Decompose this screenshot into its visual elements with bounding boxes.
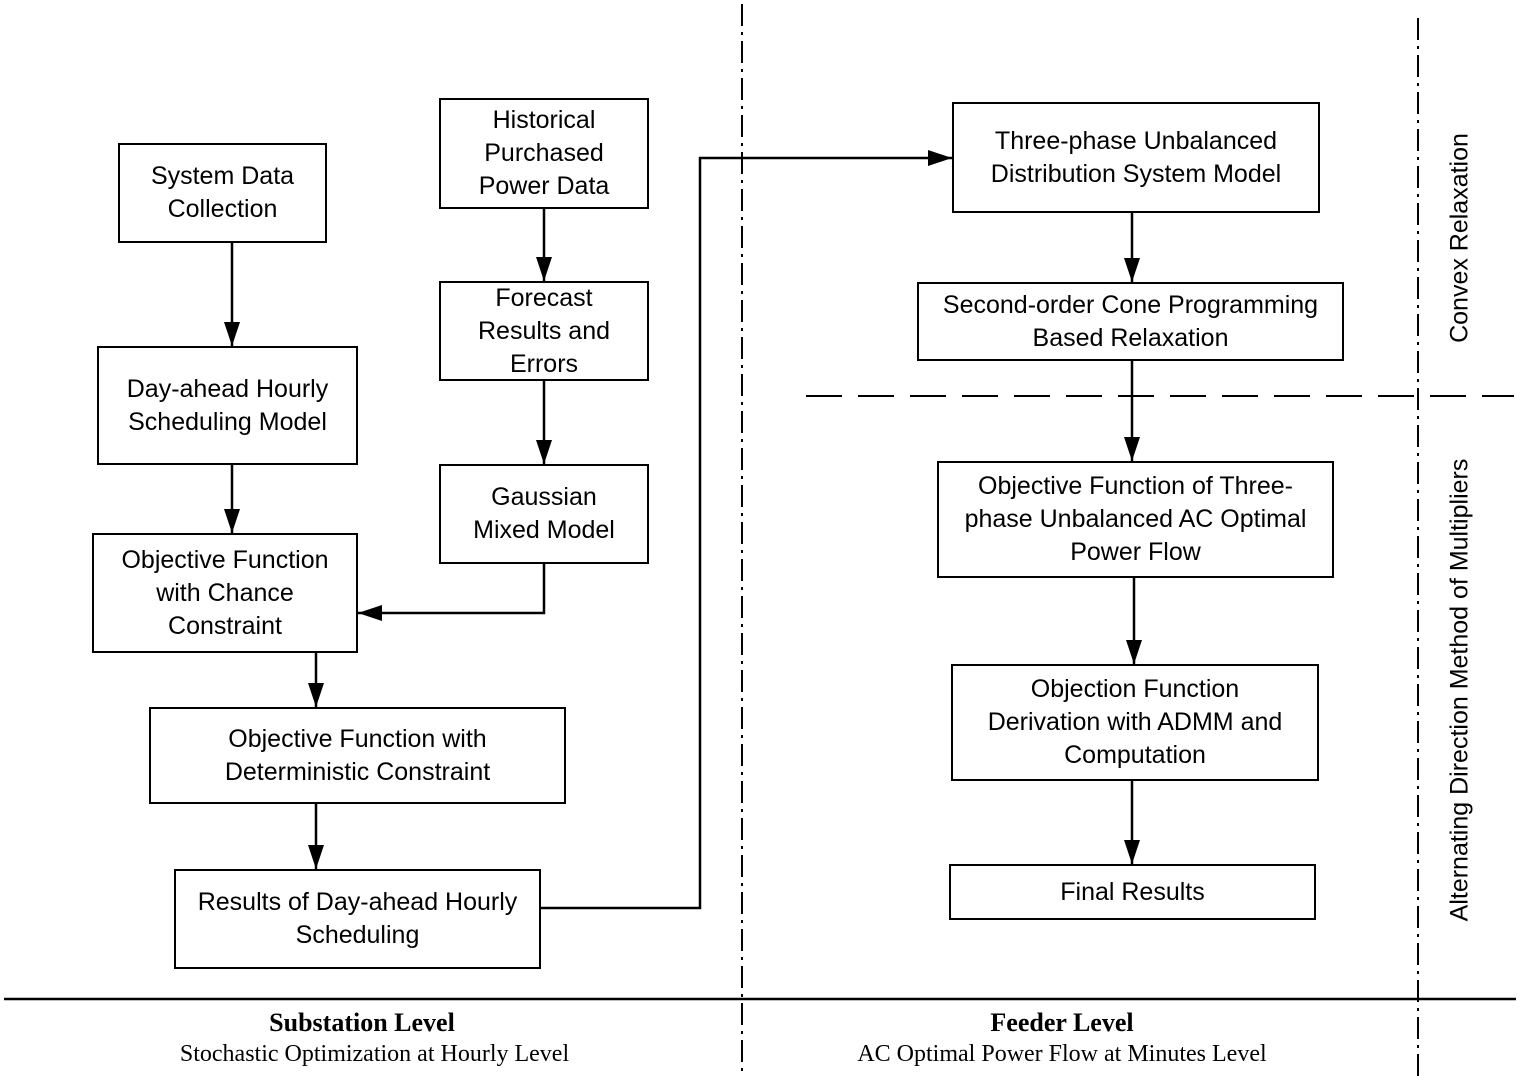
box-label: System Data Collection (150, 162, 295, 223)
box-results-day-ahead-scheduling: Results of Day-ahead Hourly Scheduling (174, 869, 541, 969)
arrow-gaussian-to-chance (358, 563, 546, 621)
box-label: Historical Purchased Power Data (478, 106, 610, 200)
arrow-results-to-three-phase (540, 150, 952, 910)
box-label: Final Results (1060, 877, 1205, 906)
box-label: Objection Function Derivation with ADMM … (987, 675, 1283, 769)
box-day-ahead-scheduling-model: Day-ahead Hourly Scheduling Model (97, 346, 358, 465)
box-label: Second-order Cone Programming Based Rela… (942, 290, 1319, 352)
box-forecast-results-errors: Forecast Results and Errors (439, 281, 649, 381)
box-label: Gaussian Mixed Model (473, 483, 615, 544)
footer-feeder-title: Feeder Level (990, 1008, 1134, 1037)
box-label: Three-phase Unbalanced Distribution Syst… (990, 126, 1282, 188)
box-label: Results of Day-ahead Hourly Scheduling (197, 888, 518, 949)
label-admm-method: Alternating Direction Method of Multipli… (1445, 458, 1474, 922)
box-objective-chance-constraint: Objective Function with Chance Constrain… (92, 533, 358, 653)
box-socp-relaxation: Second-order Cone Programming Based Rela… (917, 282, 1344, 361)
box-historical-purchased-power: Historical Purchased Power Data (439, 98, 649, 209)
box-objective-ac-opf: Objective Function of Three- phase Unbal… (937, 461, 1334, 578)
box-admm-derivation: Objection Function Derivation with ADMM … (951, 664, 1319, 781)
box-label: Objective Function with Chance Constrain… (121, 545, 329, 640)
footer-feeder-subtitle: AC Optimal Power Flow at Minutes Level (857, 1041, 1267, 1067)
box-label: Forecast Results and Errors (477, 283, 611, 378)
footer-substation-subtitle: Stochastic Optimization at Hourly Level (179, 1041, 570, 1067)
box-final-results: Final Results (949, 864, 1316, 920)
box-three-phase-distribution-model: Three-phase Unbalanced Distribution Syst… (952, 102, 1320, 213)
box-gaussian-mixed-model: Gaussian Mixed Model (439, 464, 649, 564)
footer-substation-title: Substation Level (269, 1008, 455, 1037)
box-label: Objective Function with Deterministic Co… (224, 724, 491, 786)
box-objective-deterministic-constraint: Objective Function with Deterministic Co… (149, 707, 566, 804)
box-label: Objective Function of Three- phase Unbal… (964, 472, 1307, 566)
box-system-data-collection: System Data Collection (118, 143, 327, 243)
box-label: Day-ahead Hourly Scheduling Model (126, 374, 329, 436)
label-convex-relaxation: Convex Relaxation (1445, 133, 1474, 343)
